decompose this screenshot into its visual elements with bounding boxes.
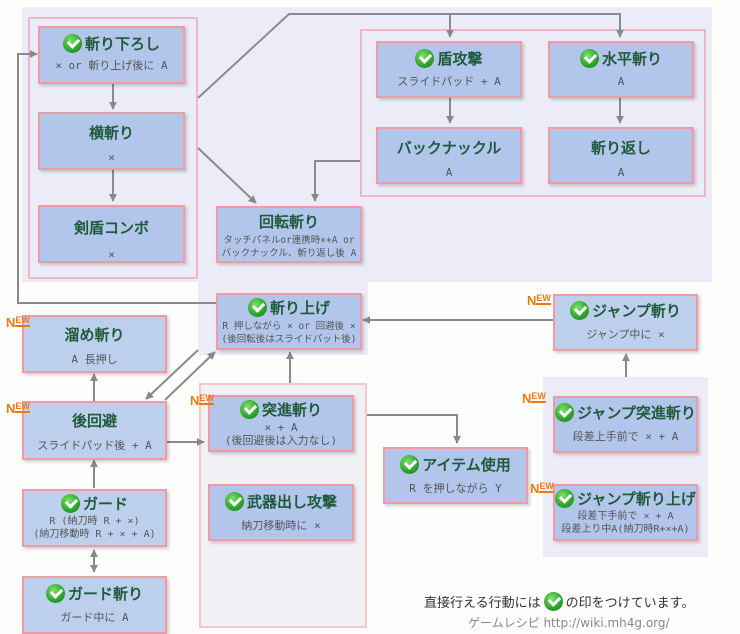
node-tosshin[interactable]: 突進斬り × + A (後回避後は入力なし)	[208, 395, 354, 452]
node-sub: バックナックル、斬り返し後 A	[221, 248, 357, 259]
node-atokaihi[interactable]: 後回避 スライドパッド後 + A	[22, 401, 167, 460]
legend-suffix: の印をつけています。	[565, 596, 695, 611]
node-sub: 段差上手前で × + A	[572, 430, 679, 443]
node-sub: タッチパネルor連携時×+A or	[223, 235, 355, 246]
node-guardgiri[interactable]: ガード斬り ガード中に A	[22, 576, 167, 634]
node-title: 後回避	[71, 412, 117, 430]
node-sub: × + A	[264, 421, 298, 434]
node-jumpgiri[interactable]: ジャンプ斬り ジャンプ中に ×	[553, 294, 698, 351]
check-icon	[555, 489, 575, 508]
node-sub: 段差下手前で × + A	[577, 511, 674, 522]
check-icon	[579, 49, 599, 68]
node-sub: ガード中に A	[60, 611, 129, 624]
node-sub: 段差上り中A(納刀時R+×+A)	[561, 524, 690, 535]
node-kirioroshi[interactable]: 斬り下ろし × or 斬り上げ後に A	[38, 26, 185, 84]
node-sub: ×	[108, 248, 115, 261]
node-sub: ×	[108, 151, 115, 164]
new-badge: NEW	[527, 293, 551, 308]
node-kiriage[interactable]: 斬り上げ R 押しながら × or 回避後 × (後回転後はスライドパット後)	[216, 293, 362, 350]
node-title: ジャンプ突進斬り	[577, 404, 696, 422]
node-jumpkiriage[interactable]: ジャンプ斬り上げ 段差下手前で × + A 段差上り中A(納刀時R+×+A)	[553, 484, 698, 541]
node-kenjun[interactable]: 剣盾コンボ ×	[38, 205, 185, 263]
node-title: バックナックル	[396, 139, 502, 157]
new-badge: NEW	[530, 481, 554, 496]
node-sub: R を押しながら Y	[409, 482, 502, 495]
node-title: 水平斬り	[601, 50, 662, 68]
check-icon	[400, 455, 420, 474]
node-sub: × or 斬り上げ後に A	[55, 59, 168, 72]
node-kaiten[interactable]: 回転斬り タッチパネルor連携時×+A or バックナックル、斬り返し後 A	[216, 206, 362, 263]
edge-tosshin-item	[367, 414, 461, 444]
check-icon	[62, 34, 82, 53]
node-sub: A 長押し	[71, 353, 118, 366]
node-title: ガード斬り	[67, 585, 143, 603]
check-icon	[224, 492, 244, 511]
check-icon	[239, 400, 259, 419]
node-title: 横斬り	[88, 124, 134, 142]
edge-yoko-kaiten	[197, 147, 257, 204]
node-yokogiri[interactable]: 横斬り ×	[38, 112, 185, 170]
node-sub: スライドパッド + A	[397, 75, 501, 88]
node-title: 溜め斬り	[64, 326, 125, 344]
node-sub: (後回避後は入力なし)	[224, 434, 338, 447]
new-badge: NEW	[190, 393, 214, 408]
check-icon	[555, 403, 575, 422]
group-shield	[360, 29, 706, 197]
node-title: ガード	[82, 495, 128, 513]
node-sub: R (納刀時 R + ×)	[49, 516, 140, 527]
new-badge: NEW	[6, 401, 30, 416]
check-icon	[45, 584, 65, 603]
node-sub: (納刀移動時 R + × + A)	[33, 529, 156, 540]
node-sub: スライドパッド後 + A	[37, 439, 152, 452]
node-item[interactable]: アイテム使用 R を押しながら Y	[383, 447, 528, 504]
node-title: 盾攻撃	[437, 50, 483, 68]
new-badge: NEW	[522, 391, 546, 406]
node-backknuckle[interactable]: バックナックル A	[376, 127, 522, 184]
edge-kiriage-oroshi	[17, 50, 218, 304]
node-buki[interactable]: 武器出し攻撃 納刀移動時に ×	[208, 484, 354, 541]
node-tamegiri[interactable]: 溜め斬り A 長押し	[22, 315, 167, 373]
node-title: 斬り下ろし	[84, 35, 160, 53]
node-jumptosshin[interactable]: ジャンプ突進斬り 段差上手前で × + A	[553, 396, 698, 453]
node-title: 斬り上げ	[269, 299, 330, 317]
edge-kaihi-kiriage	[164, 351, 216, 401]
node-sub: A	[617, 75, 625, 88]
node-sub: R 押しながら × or 回避後 ×	[222, 321, 356, 332]
node-sub: A	[617, 166, 625, 179]
node-title: 回転斬り	[258, 213, 319, 231]
legend-note: 直接行える行動には の印をつけています。	[424, 592, 694, 611]
group-combo	[28, 17, 198, 279]
new-badge: NEW	[6, 315, 30, 330]
node-sub: (後回転後はスライドパット後)	[221, 334, 357, 345]
footer-credit: ゲームレシピ http://wiki.mh4g.org/	[468, 616, 670, 630]
edge-combo-shield	[197, 13, 624, 99]
node-title: 突進斬り	[261, 401, 322, 419]
check-icon	[247, 298, 267, 317]
legend-prefix: 直接行える行動には	[424, 596, 541, 611]
check-icon	[60, 494, 80, 513]
check-icon	[570, 301, 590, 320]
node-kirikaeshi[interactable]: 斬り返し A	[548, 127, 694, 184]
node-title: ジャンプ斬り	[592, 302, 681, 320]
node-title: 武器出し攻撃	[246, 493, 337, 511]
node-title: 剣盾コンボ	[73, 219, 149, 237]
edge-kiriage-kaihi	[145, 349, 199, 400]
node-tatekougeki[interactable]: 盾攻撃 スライドパッド + A	[376, 41, 522, 98]
node-sub: 納刀移動時に ×	[241, 519, 321, 532]
node-title: ジャンプ斬り上げ	[577, 490, 696, 508]
check-icon	[543, 592, 563, 611]
node-sub: A	[445, 166, 453, 179]
node-sub: ジャンプ中に ×	[586, 328, 665, 341]
edge-shield-kaiten	[311, 160, 360, 202]
node-title: アイテム使用	[422, 456, 511, 474]
node-suihei[interactable]: 水平斬り A	[548, 41, 694, 98]
check-icon	[415, 49, 435, 68]
node-title: 斬り返し	[590, 139, 651, 157]
node-guard[interactable]: ガード R (納刀時 R + ×) (納刀移動時 R + × + A)	[22, 489, 167, 547]
